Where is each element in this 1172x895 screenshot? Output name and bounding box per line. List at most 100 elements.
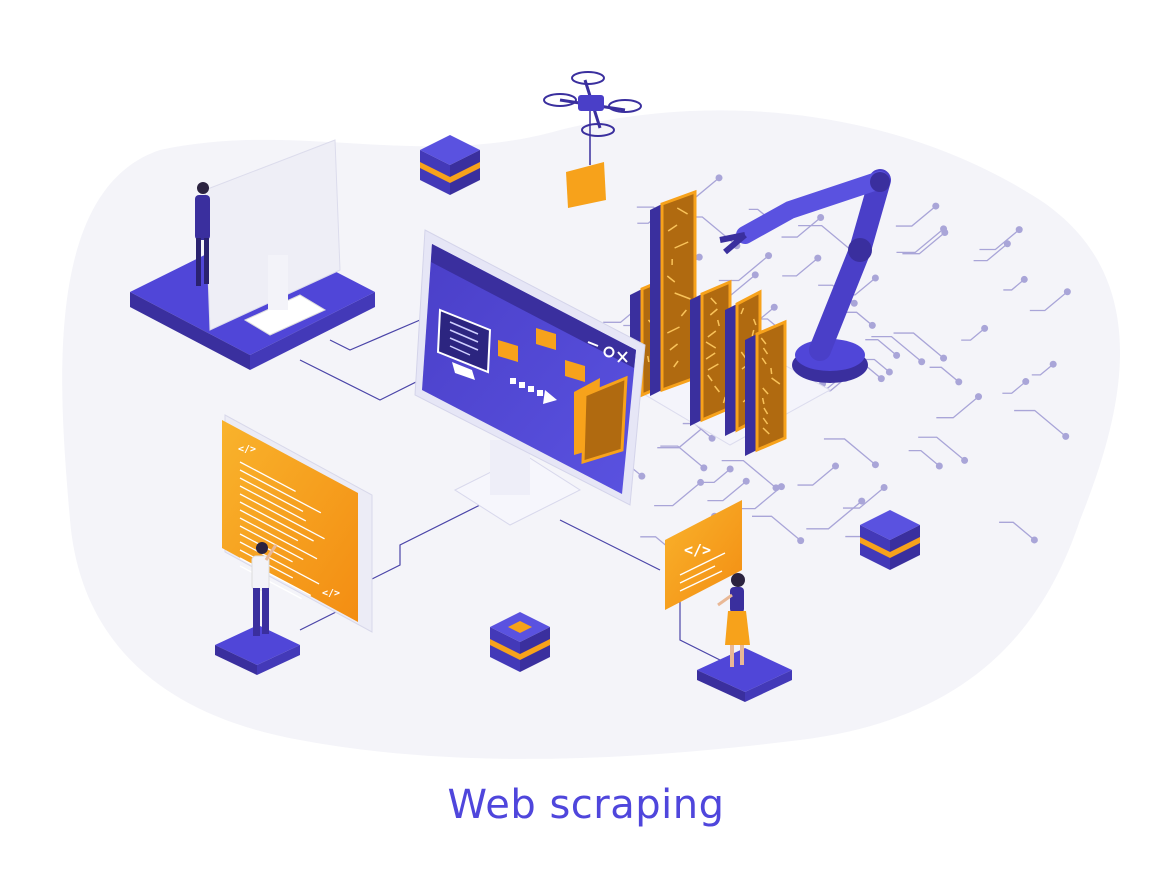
circuit-node bbox=[726, 465, 734, 473]
circuit-trace bbox=[1002, 381, 1027, 394]
man-figure-left bbox=[251, 542, 278, 636]
circuit-node bbox=[940, 354, 948, 362]
circuit-trace bbox=[896, 228, 944, 254]
code-line bbox=[239, 525, 304, 561]
circuit-node bbox=[1049, 360, 1057, 368]
circuit-trace bbox=[1014, 409, 1067, 437]
circuit-trace bbox=[846, 311, 873, 326]
circuit-trace bbox=[823, 438, 876, 466]
circuit-node bbox=[1030, 536, 1038, 544]
circuit-trace bbox=[752, 515, 802, 542]
circuit-node bbox=[918, 358, 926, 366]
circuit-trace bbox=[918, 436, 966, 461]
maximize-icon bbox=[603, 346, 615, 358]
circuit-node bbox=[868, 321, 876, 329]
circuit-node bbox=[814, 254, 822, 262]
circuit-node bbox=[935, 462, 943, 470]
circuit-trace bbox=[908, 450, 940, 467]
code-line bbox=[239, 493, 325, 540]
circuit-trace bbox=[929, 366, 960, 383]
circuit-trace bbox=[961, 327, 986, 341]
circuit-trace bbox=[797, 465, 836, 486]
data-cube-right bbox=[860, 510, 920, 570]
code-tag-top: </> bbox=[238, 444, 256, 455]
code-line bbox=[239, 485, 307, 522]
circuit-trace bbox=[871, 335, 923, 363]
page-title: Web scraping bbox=[447, 782, 725, 828]
server-racks bbox=[618, 189, 832, 456]
close-icon bbox=[617, 351, 628, 363]
circuit-trace bbox=[999, 521, 1035, 541]
circuit-node bbox=[955, 378, 963, 386]
code-line bbox=[239, 565, 302, 600]
circuit-node bbox=[697, 478, 705, 486]
circuit-trace bbox=[1031, 363, 1054, 376]
circuit-node bbox=[880, 483, 888, 491]
server-rack bbox=[650, 189, 697, 396]
code-line bbox=[239, 509, 299, 542]
circuit-node bbox=[981, 324, 989, 332]
data-cube-bottom bbox=[490, 612, 550, 672]
folder-icon bbox=[536, 328, 556, 350]
circuit-trace bbox=[703, 468, 731, 484]
circuit-node bbox=[885, 368, 893, 376]
folder-icon bbox=[565, 360, 585, 382]
circuit-node bbox=[858, 497, 866, 505]
woman-figure bbox=[717, 573, 750, 667]
circuit-node bbox=[871, 274, 879, 282]
circuit-trace bbox=[1029, 291, 1068, 312]
circuit-trace bbox=[895, 205, 937, 227]
circuit-node bbox=[961, 456, 969, 464]
circuit-trace bbox=[718, 255, 769, 282]
circuit-node bbox=[777, 483, 785, 491]
circuit-node bbox=[708, 434, 716, 442]
code-panel-left: </> </> bbox=[222, 414, 373, 633]
circuit-node bbox=[975, 393, 983, 401]
arrow-icon bbox=[510, 378, 557, 404]
man-figure-top bbox=[195, 182, 210, 286]
circuit-trace bbox=[893, 332, 944, 359]
folder-icon bbox=[566, 162, 606, 208]
circuit-trace bbox=[979, 229, 1020, 251]
circuit-node bbox=[1022, 378, 1030, 386]
code-line bbox=[239, 477, 304, 512]
circuit-trace bbox=[654, 481, 702, 507]
connection-lines bbox=[299, 319, 721, 661]
circuit-trace bbox=[902, 232, 946, 255]
code-line bbox=[239, 517, 318, 560]
circuit-node bbox=[871, 461, 879, 469]
code-line bbox=[239, 501, 314, 542]
circuit-trace bbox=[1003, 278, 1025, 291]
code-line bbox=[239, 541, 320, 585]
circuit-node bbox=[695, 253, 703, 261]
left-platform bbox=[215, 625, 300, 675]
code-tag-right: </> bbox=[684, 541, 711, 559]
code-tag-bottom: </> bbox=[322, 588, 340, 599]
circuit-node bbox=[877, 375, 885, 383]
circuit-node bbox=[1063, 288, 1071, 296]
top-left-workstation bbox=[130, 139, 375, 370]
circuit-node bbox=[715, 174, 723, 182]
circuit-trace bbox=[781, 217, 822, 238]
circuit-trace bbox=[936, 396, 979, 419]
circuit-node bbox=[742, 477, 750, 485]
circuit-trace bbox=[842, 487, 885, 509]
circuit-trace bbox=[707, 480, 747, 502]
circuit-node bbox=[765, 252, 773, 260]
drone-icon bbox=[543, 71, 642, 208]
circuit-trace bbox=[721, 460, 777, 489]
circuit-node bbox=[940, 225, 948, 233]
circuit-node bbox=[638, 472, 646, 480]
circuit-node bbox=[817, 214, 825, 222]
server-rack bbox=[745, 319, 787, 456]
circuit-node bbox=[797, 537, 805, 545]
circuit-node bbox=[700, 464, 708, 472]
data-cube-top bbox=[420, 135, 480, 195]
circuit-node bbox=[1020, 275, 1028, 283]
circuit-node bbox=[893, 351, 901, 359]
mini-computer-icon bbox=[436, 308, 492, 380]
circuit-node bbox=[770, 303, 778, 311]
circuit-trace bbox=[864, 358, 890, 373]
